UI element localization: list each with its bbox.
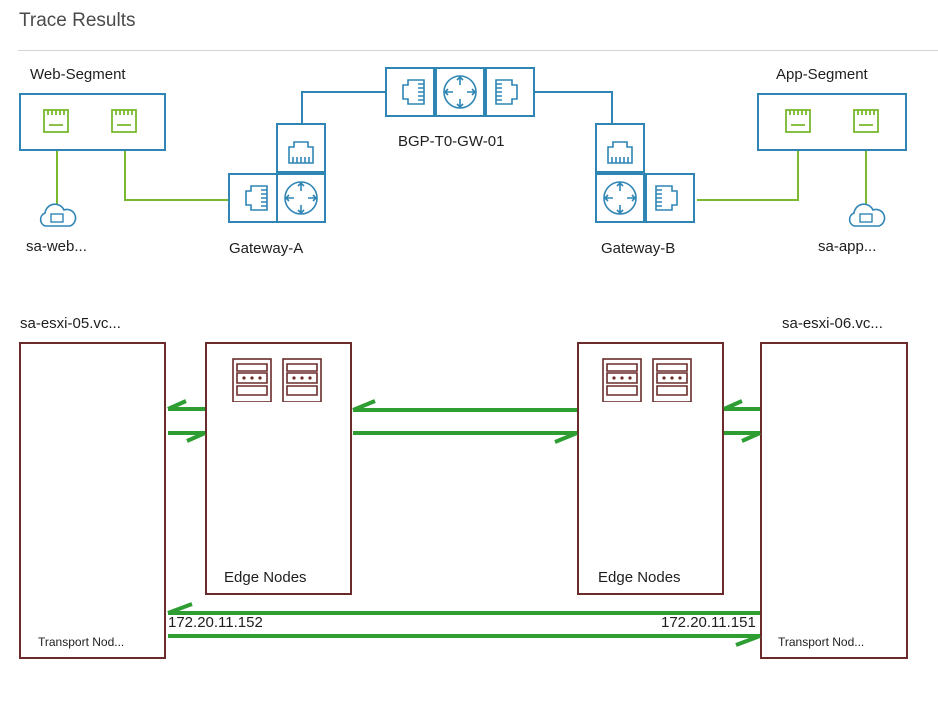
left-edge-label: Edge Nodes: [224, 569, 307, 586]
gateway-b-label: Gateway-B: [601, 240, 676, 257]
port-icon: [607, 141, 633, 164]
gateway-a-downlink-port[interactable]: [228, 173, 278, 223]
right-tunnel-ip: 172.20.11.151: [661, 614, 756, 631]
right-transport-node-label: Transport Nod...: [778, 635, 865, 649]
t0-port-left[interactable]: [385, 67, 435, 117]
t0-router[interactable]: [435, 67, 485, 117]
port-icon: [245, 185, 268, 211]
port-icon: [288, 141, 314, 164]
web-vm-label[interactable]: sa-web...: [26, 238, 87, 255]
web-segment-label: Web-Segment: [30, 66, 126, 83]
vm-cloud-icon: [39, 203, 77, 227]
left-tunnel-ip: 172.20.11.152: [168, 614, 263, 631]
page-title: Trace Results: [19, 10, 136, 31]
left-edge-nodes[interactable]: Edge Nodes: [205, 342, 352, 595]
gateway-a-router[interactable]: [276, 173, 326, 223]
gateway-b-downlink-port[interactable]: [645, 173, 695, 223]
title-divider: [18, 50, 938, 51]
right-edge-label: Edge Nodes: [598, 569, 681, 586]
edge-node-icon: [232, 358, 322, 402]
link-gwB-to-app: [697, 150, 799, 201]
left-transport-node-label: Transport Nod...: [38, 635, 125, 649]
flow-arrow: [724, 431, 761, 443]
port-icon: [655, 185, 678, 211]
app-vm-label[interactable]: sa-app...: [818, 238, 877, 255]
flow-arrow: [168, 634, 761, 647]
right-host-name[interactable]: sa-esxi-06.vc...: [782, 315, 883, 332]
flow-arrow: [352, 399, 577, 412]
flow-arrow: [167, 399, 205, 411]
port-icon: [43, 109, 137, 133]
router-icon: [284, 181, 318, 215]
t0-label: BGP-T0-GW-01: [398, 133, 505, 150]
port-icon: [402, 79, 425, 105]
gateway-a-uplink-port[interactable]: [276, 123, 326, 173]
gateway-a-label: Gateway-A: [229, 240, 304, 257]
flow-arrow: [167, 602, 760, 615]
left-host-name[interactable]: sa-esxi-05.vc...: [20, 315, 121, 332]
flow-arrow: [723, 399, 760, 411]
gateway-b-router[interactable]: [595, 173, 645, 223]
vm-cloud-icon: [848, 203, 886, 227]
t0-port-right[interactable]: [485, 67, 535, 117]
port-icon: [495, 79, 518, 105]
edge-node-icon: [602, 358, 692, 402]
left-transport-node[interactable]: Transport Nod...: [19, 342, 166, 659]
router-icon: [603, 181, 637, 215]
flow-arrow: [168, 431, 206, 443]
router-icon: [443, 75, 477, 109]
link-gwA-to-t0: [301, 91, 385, 125]
flow-arrow: [353, 431, 578, 444]
port-icon: [785, 109, 879, 133]
app-segment-label: App-Segment: [776, 66, 868, 83]
link-web-to-gwA: [124, 150, 228, 201]
gateway-b-uplink-port[interactable]: [595, 123, 645, 173]
right-transport-node[interactable]: Transport Nod...: [760, 342, 908, 659]
link-t0-to-gwB: [535, 91, 613, 125]
web-segment[interactable]: [19, 93, 166, 151]
right-edge-nodes[interactable]: Edge Nodes: [577, 342, 724, 595]
app-segment[interactable]: [757, 93, 907, 151]
